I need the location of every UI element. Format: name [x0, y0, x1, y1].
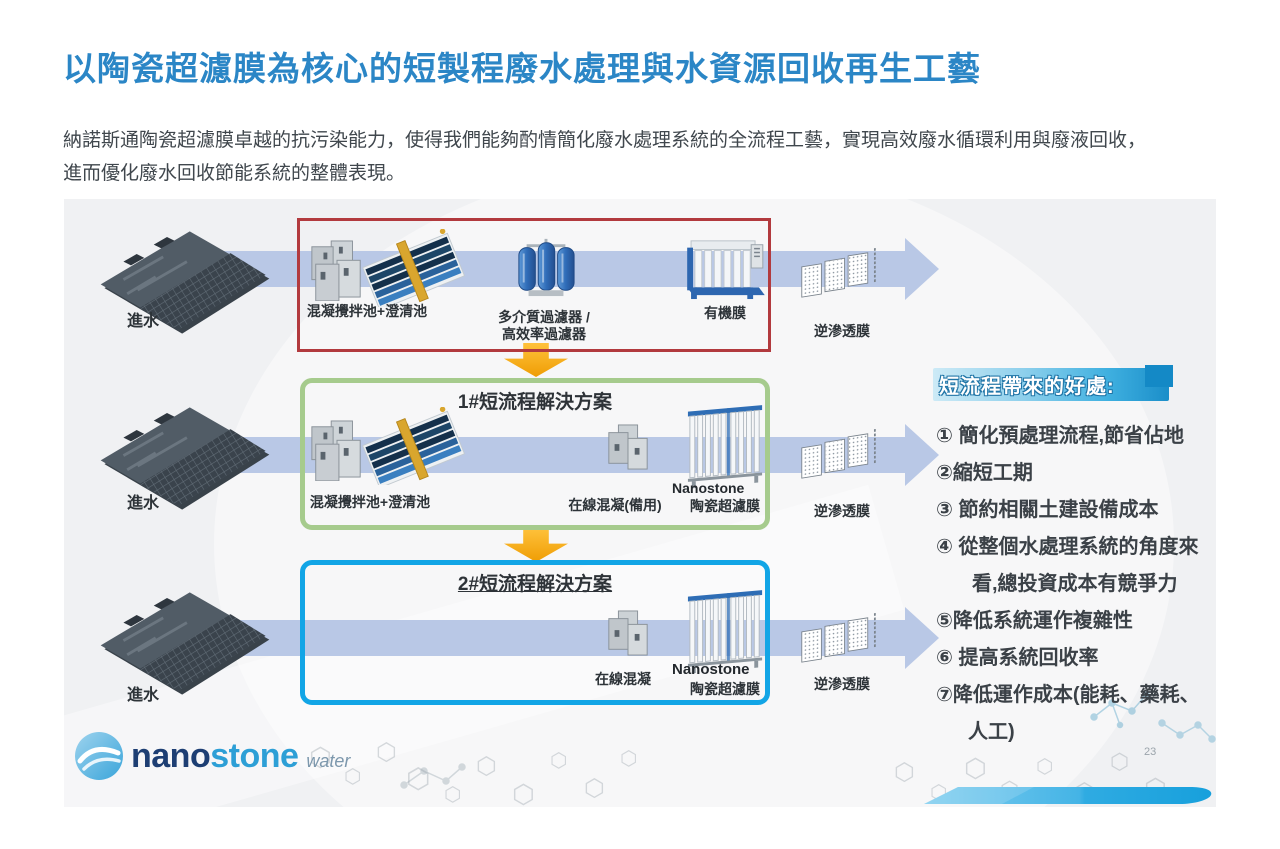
benefit-item-continuation: 人工)	[968, 721, 1015, 743]
intake-label-row3: 進水	[126, 687, 159, 704]
flow-arrow-row2	[185, 424, 939, 486]
hexagon-decoration	[512, 781, 535, 807]
ceramic-uf-rack-icon	[687, 590, 763, 674]
benefits-header-banner: 短流程帶來的好處:	[933, 365, 1173, 401]
benefit-item: ②縮短工期	[936, 462, 1033, 484]
step-label: 混凝攪拌池+澄清池	[306, 303, 428, 319]
benefit-item: ⑦降低運作成本(能耗、藥耗、	[936, 684, 1200, 706]
molecule-decoration	[400, 763, 466, 789]
intro-paragraph-line1: 納諾斯通陶瓷超濾膜卓越的抗污染能力，使得我們能夠酌情簡化廢水處理系統的全流程工藝…	[63, 130, 1147, 151]
intake-label-row2: 進水	[126, 495, 159, 512]
step-label: 多介質過濾器 /	[498, 309, 590, 325]
clarifier-icon	[362, 229, 465, 307]
intake-label-row1: 進水	[126, 313, 159, 330]
solution2-box	[300, 560, 770, 705]
background-swoosh	[214, 199, 1174, 807]
benefits-list: ① 簡化預處理流程,節省佔地 ②縮短工期 ③ 節約相關土建設備成本 ④ 從整個水…	[936, 418, 1216, 751]
solution2-title: 2#短流程解決方案	[457, 574, 613, 595]
brand-label: Nanostone	[672, 480, 745, 496]
intro-paragraph-line2: 進而優化廢水回收節能系統的整體表現。	[63, 163, 406, 184]
solution1-title: 1#短流程解決方案	[457, 392, 613, 413]
hexagon-decoration	[1110, 751, 1129, 773]
step-label: 逆滲透膜	[814, 323, 870, 339]
process-diagram: 1#短流程解決方案 2#短流程解決方案	[64, 199, 1216, 807]
benefit-item: ① 簡化預處理流程,節省佔地	[936, 425, 1185, 447]
conventional-process-box	[297, 218, 771, 352]
step-label: 高效率過濾器	[502, 326, 586, 342]
logo-wordmark: nanostone	[131, 736, 299, 775]
hexagon-decoration	[894, 761, 915, 785]
benefit-item: ⑤降低系統運作複雜性	[936, 610, 1133, 632]
ceramic-uf-rack-icon	[687, 405, 763, 489]
coagulation-tank-icon	[311, 240, 361, 301]
ro-membrane-icon	[801, 247, 876, 298]
organic-membrane-icon	[687, 240, 765, 300]
step-label: 逆滲透膜	[814, 503, 870, 519]
inline-coagulation-icon	[608, 424, 648, 470]
benefit-item-continuation: 看,總投資成本有競爭力	[972, 573, 1178, 595]
page-number: 23	[1144, 746, 1157, 758]
molecule-decoration	[1158, 719, 1216, 743]
benefit-item: ⑥ 提高系統回收率	[936, 647, 1099, 669]
step-label: 逆滲透膜	[814, 676, 870, 692]
hexagon-decoration	[620, 749, 637, 769]
nanostone-logo-icon	[75, 732, 123, 780]
hexagon-decoration	[1036, 757, 1053, 777]
inline-coagulation-icon	[608, 610, 648, 656]
brand-label: Nanostone	[672, 661, 750, 678]
step-label: 有機膜	[704, 305, 746, 321]
flow-arrow-row3	[185, 607, 939, 669]
intake-water-icon	[100, 407, 270, 510]
step-label: 在線混凝	[595, 671, 651, 687]
page-title: 以陶瓷超濾膜為核心的短製程廢水處理與水資源回收再生工藝	[63, 50, 981, 87]
multimedia-filter-icon	[518, 238, 575, 297]
hexagon-decoration	[550, 751, 567, 771]
molecule-decoration	[1090, 691, 1150, 729]
hexagon-decoration	[584, 777, 605, 801]
ro-membrane-icon	[801, 428, 876, 479]
coagulation-tank-icon	[311, 420, 361, 481]
benefit-item: ③ 節約相關土建設備成本	[936, 499, 1159, 521]
benefits-header: 短流程帶來的好處:	[939, 376, 1115, 398]
benefit-item: ④ 從整個水處理系統的角度來	[936, 536, 1199, 558]
hexagon-decoration	[476, 755, 497, 779]
footer-ribbon	[924, 787, 1212, 804]
hexagon-decoration	[964, 755, 987, 781]
intake-water-icon	[100, 231, 270, 334]
nanostone-logo: nanostone water	[74, 731, 350, 781]
logo-water-label: water	[306, 750, 351, 771]
intake-water-icon	[100, 592, 270, 695]
step-label: 在線混凝(備用)	[568, 497, 662, 513]
clarifier-icon	[362, 407, 465, 485]
ro-membrane-icon	[801, 612, 876, 663]
solution1-box	[300, 378, 770, 530]
product-label: 陶瓷超濾膜	[690, 681, 760, 697]
step-label: 混凝攪拌池+澄清池	[309, 494, 431, 510]
product-label: 陶瓷超濾膜	[690, 498, 760, 514]
